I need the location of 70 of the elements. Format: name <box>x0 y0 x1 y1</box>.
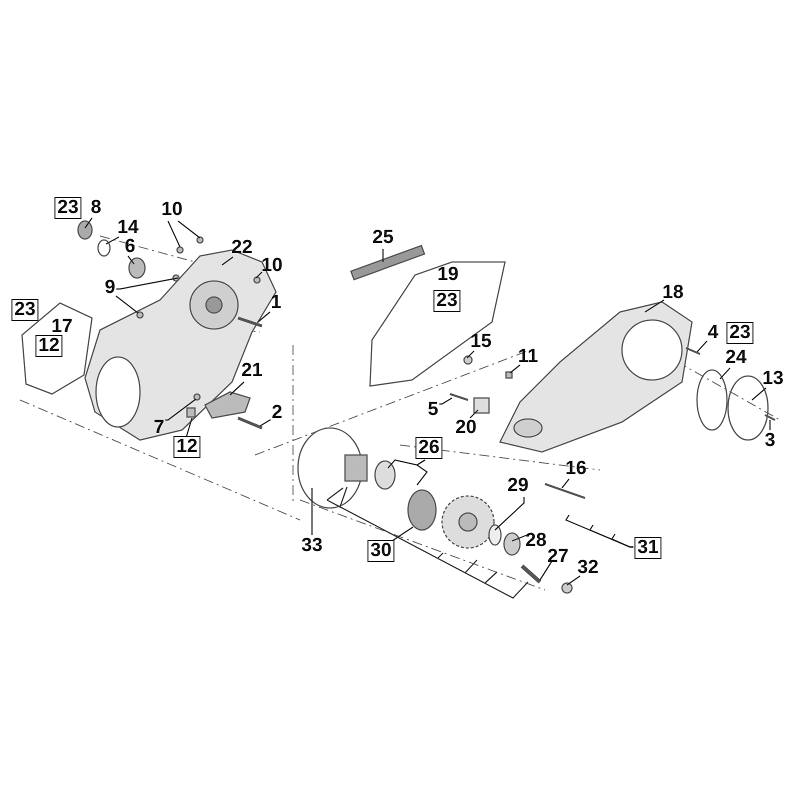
callout-number: 13 <box>762 369 784 389</box>
callout-number: 24 <box>725 348 747 368</box>
leader-line <box>720 367 731 380</box>
boxed-callout-number: 12 <box>173 436 201 458</box>
leader-line <box>752 387 767 400</box>
leader-line <box>311 488 313 535</box>
leader-line <box>466 350 475 358</box>
callout-number: 20 <box>455 418 477 438</box>
callout-number: 27 <box>547 547 569 567</box>
leader-line <box>260 419 271 427</box>
leader-line <box>127 255 134 264</box>
leader-line <box>439 397 452 405</box>
leader-line <box>696 340 708 352</box>
boxed-callout-number: 23 <box>433 290 461 312</box>
boxed-callout-number: 23 <box>11 299 39 321</box>
leader-line <box>84 217 93 228</box>
boxed-callout-number: 12 <box>35 335 63 357</box>
boxed-callout-number: 30 <box>367 540 395 562</box>
callout-number: 15 <box>470 332 492 352</box>
callout-number: 4 <box>708 323 718 343</box>
callout-number: 10 <box>161 200 183 220</box>
leader-line <box>382 248 384 262</box>
leader-line <box>510 364 521 374</box>
leader-line <box>391 526 414 542</box>
leader-line <box>222 256 234 266</box>
callout-number: 17 <box>51 317 73 337</box>
callout-number: 5 <box>428 400 438 420</box>
leader-line <box>185 418 193 439</box>
callout-number: 11 <box>518 347 538 367</box>
callout-number: 2 <box>272 403 282 423</box>
callout-number: 16 <box>565 459 587 479</box>
leader-line <box>177 220 200 238</box>
boxed-callout-number: 31 <box>634 537 662 559</box>
callout-number: 25 <box>372 228 394 248</box>
leader-line <box>230 381 245 396</box>
callout-number: 7 <box>154 418 164 438</box>
leader-line <box>540 560 553 580</box>
callout-number: 32 <box>577 558 599 578</box>
callout-number: 8 <box>90 198 102 218</box>
boxed-callout-number: 23 <box>54 197 82 219</box>
callout-number: 21 <box>241 361 263 381</box>
callout-number: 28 <box>525 531 547 551</box>
leader-line <box>115 295 138 314</box>
leader-line <box>256 271 263 278</box>
callout-number: 3 <box>764 431 776 451</box>
callout-number: 22 <box>231 238 253 258</box>
leader-line <box>258 311 271 322</box>
callout-number: 29 <box>507 476 529 496</box>
callout-number: 18 <box>662 283 684 303</box>
leader-line <box>116 277 178 290</box>
leader-line <box>167 220 181 248</box>
boxed-callout-number: 23 <box>726 322 754 344</box>
leader-line <box>769 420 771 431</box>
callout-number: 19 <box>437 265 459 285</box>
leader-line <box>566 575 581 586</box>
callout-number: 1 <box>270 293 282 313</box>
leader-line <box>106 236 120 245</box>
callout-number: 33 <box>301 536 323 556</box>
leader-line <box>165 398 196 421</box>
leader-line <box>494 497 525 530</box>
leader-line <box>565 514 634 548</box>
leader-line <box>469 410 478 419</box>
callout-number: 9 <box>104 278 116 298</box>
callout-number: 6 <box>124 237 136 257</box>
leader-line <box>562 478 570 488</box>
leader-line <box>644 299 665 312</box>
boxed-callout-number: 26 <box>415 437 443 459</box>
callout-number: 10 <box>261 256 283 276</box>
callout-number: 14 <box>117 218 139 238</box>
leader-line <box>416 459 428 486</box>
